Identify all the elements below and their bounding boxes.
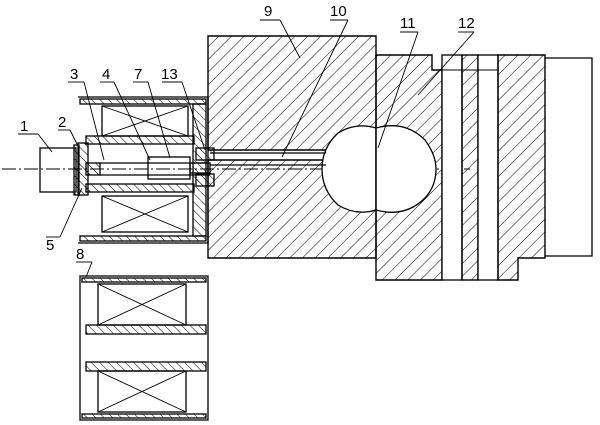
label-3: 3 — [70, 66, 78, 83]
part-4-7-plunger — [85, 147, 215, 187]
part-8-coil-assembly — [79, 275, 209, 421]
label-5: 5 — [46, 237, 54, 254]
part-1-knob — [39, 144, 80, 196]
label-13: 13 — [161, 66, 178, 83]
label-10: 10 — [330, 3, 347, 20]
label-12: 12 — [458, 15, 475, 32]
label-1: 1 — [20, 118, 28, 135]
leader-lines — [18, 19, 475, 278]
label-7: 7 — [134, 66, 142, 83]
part-labels: 1 2 3 4 7 13 5 8 9 10 11 12 — [20, 3, 475, 263]
label-8: 8 — [76, 246, 84, 263]
part-12-flange — [375, 54, 593, 281]
label-2: 2 — [58, 114, 66, 131]
label-4: 4 — [102, 66, 110, 83]
part-10-shaft — [210, 152, 326, 166]
coil-housing-upper — [77, 96, 209, 244]
label-11: 11 — [400, 15, 416, 32]
part-11-ball — [321, 125, 437, 213]
label-9: 9 — [264, 3, 272, 20]
